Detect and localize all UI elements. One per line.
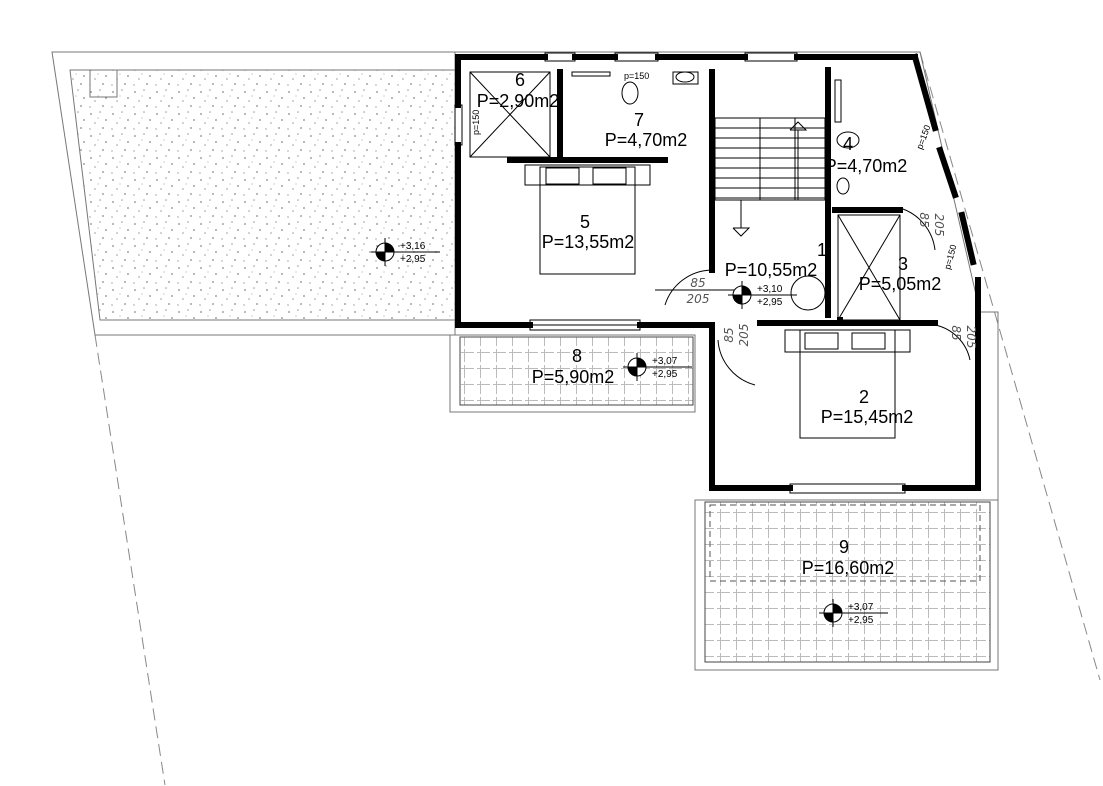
drain-square xyxy=(89,69,118,98)
level-marker: +3,16 +2,95 xyxy=(371,238,440,266)
room-area: P=10,55m2 xyxy=(725,260,818,280)
bed-room-2 xyxy=(784,329,911,439)
room-area: P=2,90m2 xyxy=(477,91,560,111)
room-number: 2 xyxy=(859,387,869,407)
level-bottom: +2,95 xyxy=(652,369,678,380)
level-bottom: +2,95 xyxy=(757,297,783,308)
room-number: 8 xyxy=(572,346,582,366)
level-bottom: +2,95 xyxy=(400,254,426,265)
level-top: +3,10 xyxy=(757,284,783,295)
room-area: P=5,90m2 xyxy=(532,367,615,387)
room-number: 1 xyxy=(817,240,827,260)
bed-room-5 xyxy=(524,164,651,275)
door-height-label: 205 xyxy=(964,326,978,349)
window-label: p=150 xyxy=(942,244,958,271)
room-area: P=4,70m2 xyxy=(605,130,688,150)
door-width-label: 85 xyxy=(917,212,931,227)
room-number: 7 xyxy=(634,110,644,130)
window-label: p=150 xyxy=(471,110,481,135)
door-swings: 85 205 85 205 85 205 85 205 xyxy=(655,207,978,386)
room-number: 6 xyxy=(515,70,525,90)
room-area: P=4,70m2 xyxy=(825,156,908,176)
balcony-8 xyxy=(449,334,696,413)
room-number: 3 xyxy=(898,254,908,274)
room-area: P=13,55m2 xyxy=(542,232,635,252)
window-label: p=150 xyxy=(624,71,649,81)
level-top: +3,16 xyxy=(400,241,426,252)
window-label: p=150 xyxy=(914,124,932,151)
door-width-label: 85 xyxy=(722,327,736,342)
walls xyxy=(448,51,999,500)
level-top: +3,07 xyxy=(848,602,874,613)
toilets xyxy=(571,71,860,195)
level-marker: +3,07 +2,95 xyxy=(819,599,888,627)
site-boundary-lines xyxy=(94,51,1101,786)
staircase xyxy=(714,117,826,237)
room-area: P=15,45m2 xyxy=(821,407,914,427)
level-marker: +3,10 +2,95 xyxy=(728,281,797,309)
windows xyxy=(454,52,906,494)
door-height-label: 205 xyxy=(687,292,710,306)
level-marker: +3,07 +2,95 xyxy=(623,353,692,381)
level-bottom: +2,95 xyxy=(848,615,874,626)
wardrobes xyxy=(469,71,901,321)
round-table xyxy=(790,275,826,311)
level-markers: +3,16 +2,95 +3,10 +2,95 +3,07 +2,95 +3,07 +2… xyxy=(371,238,888,627)
door-height-label: 205 xyxy=(932,214,946,237)
room-labels: 1 P=10,55m2 2 P=15,45m2 3 P=5,05m2 4 P=4… xyxy=(477,70,942,578)
level-top: +3,07 xyxy=(652,356,678,367)
room-area: P=16,60m2 xyxy=(802,558,895,578)
gravel-terrace xyxy=(51,51,456,336)
door-width-label: 85 xyxy=(949,325,963,340)
room-number: 4 xyxy=(843,134,853,154)
room-number: 5 xyxy=(580,212,590,232)
door-width-label: 85 xyxy=(690,276,705,290)
balcony-9 xyxy=(694,499,999,671)
room-area: P=5,05m2 xyxy=(859,274,942,294)
room-number: 9 xyxy=(839,537,849,557)
door-height-label: 205 xyxy=(737,324,751,347)
